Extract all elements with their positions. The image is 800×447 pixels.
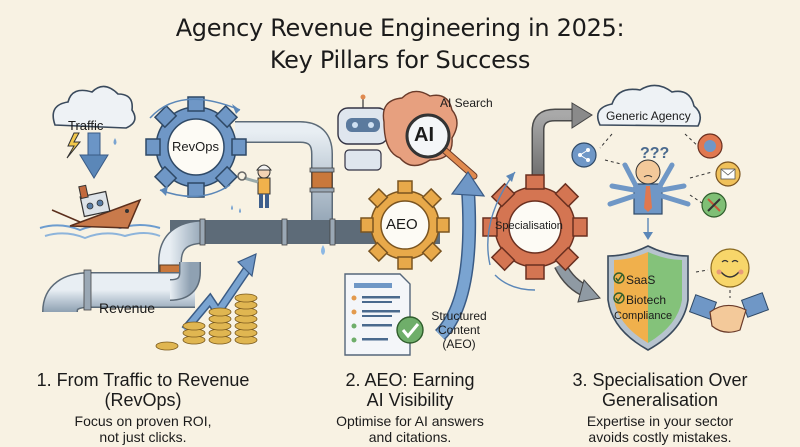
ai-search-label: AI Search [440, 96, 493, 110]
ai-magnifier-label: AI [414, 124, 434, 146]
sinking-ship-icon [39, 184, 161, 240]
handshake-icon [688, 292, 770, 333]
pillar-3-heading-line-2: Generalisation [601, 390, 719, 410]
coin-stacks-icon [155, 293, 258, 351]
lightning-icon [66, 132, 82, 159]
share-icon [571, 142, 597, 168]
pillar-2-caption: 2. AEO: Earning AI Visibility Optimise f… [300, 370, 520, 445]
pillar-3-heading-line-1: 3. Specialisation Over [572, 370, 748, 390]
shield-icon [607, 245, 689, 351]
document-icon [344, 273, 411, 356]
pillar-1-sub-line-2: not just clicks. [99, 429, 187, 445]
pillar-3-caption: 3. Specialisation Over Generalisation Ex… [545, 370, 775, 445]
page-title: Agency Revenue Engineering in 2025: Key … [0, 12, 800, 76]
curved-arrow-icon [434, 170, 486, 340]
generic-agency-label: Generic Agency [606, 109, 691, 123]
cycle-arrow-icon [149, 98, 241, 119]
gear-icon [360, 180, 450, 270]
checkmark-icon [396, 316, 424, 344]
traffic-label: Traffic [68, 118, 104, 133]
email-icon [715, 161, 741, 187]
svg-text:???: ??? [640, 145, 669, 162]
pillar-3-sub-line-2: avoids costly mistakes. [588, 429, 732, 445]
structured-content-line-3: (AEO) [442, 337, 476, 351]
down-arrow-icon [79, 132, 109, 179]
magnifier-icon [405, 113, 478, 180]
structured-content-label: Structured Content (AEO) [424, 309, 494, 351]
cloud-icon [596, 84, 702, 127]
structured-content-line-2: Content [437, 323, 481, 337]
shield-item-biotech: Biotech [626, 293, 667, 307]
title-line-2: Key Pillars for Success [269, 46, 531, 74]
pillar-3-sub-line-1: Expertise in your sector [586, 413, 734, 429]
gear-icon [145, 96, 247, 198]
pillar-2-heading-line-2: AI Visibility [366, 390, 454, 410]
revenue-pipe-label: Revenue [99, 300, 156, 316]
worker-icon [237, 164, 272, 208]
pillar-2-sub-line-1: Optimise for AI answers [336, 413, 484, 429]
aeo-gear-label: AEO [386, 216, 418, 233]
specialisation-gear-label: Specialisation [495, 220, 563, 232]
pillar-1-sub-line-1: Focus on proven ROI, [74, 413, 212, 429]
shield-items: SaaS Biotech [626, 270, 666, 310]
growth-arrow-icon [181, 252, 257, 333]
gray-arrow-icon [531, 102, 601, 303]
pillar-2-heading-line-1: 2. AEO: Earning [345, 370, 475, 390]
tools-icon [701, 192, 727, 218]
messenger-icon [697, 133, 723, 159]
pillar-1-heading-line-1: 1. From Traffic to Revenue [36, 370, 250, 390]
robot-icon [337, 94, 389, 171]
confused-person-icon: ??? [607, 145, 691, 215]
pipe-icon [42, 121, 440, 314]
title-line-1: Agency Revenue Engineering in 2025: [175, 14, 625, 42]
smiley-icon [710, 248, 750, 288]
shield-compliance-label: Compliance [614, 310, 673, 322]
pillar-2-sub-line-2: and citations. [368, 429, 452, 445]
gear-icon [482, 174, 588, 280]
shield-item-saas: SaaS [626, 273, 656, 287]
structured-content-line-1: Structured [431, 309, 487, 323]
pillar-1-heading-line-2: (RevOps) [104, 390, 182, 410]
pillar-1-caption: 1. From Traffic to Revenue (RevOps) Focu… [28, 370, 258, 445]
revops-gear-label: RevOps [172, 139, 219, 154]
cloud-icon [52, 85, 136, 129]
